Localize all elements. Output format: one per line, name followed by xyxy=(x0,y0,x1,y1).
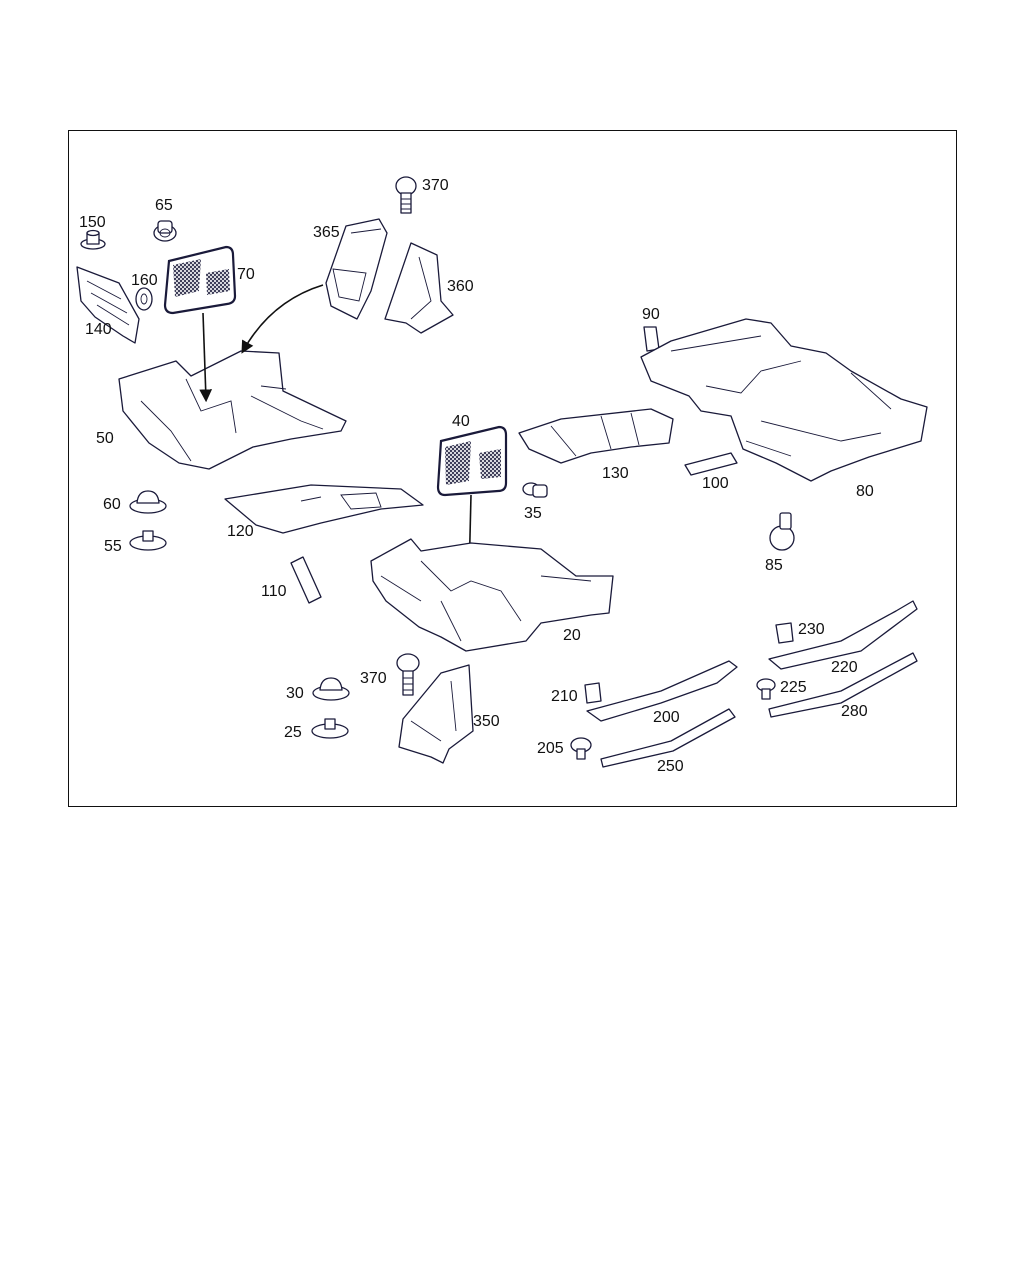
callout-70: 70 xyxy=(237,266,255,283)
part-80-rear-mat xyxy=(640,318,928,482)
callout-370-top: 370 xyxy=(422,177,449,194)
part-70-mesh-pad xyxy=(163,245,237,315)
arrow-365-to-50 xyxy=(241,284,324,354)
part-360-bracket xyxy=(384,242,454,334)
exploded-parts-diagram: 150 65 160 70 140 370 365 360 90 50 40 1… xyxy=(76,176,928,775)
part-60-cap xyxy=(129,490,167,514)
callout-365: 365 xyxy=(313,224,340,241)
part-230-clip xyxy=(775,622,794,644)
callout-110: 110 xyxy=(261,583,287,600)
callout-280: 280 xyxy=(841,703,868,720)
part-250-strip xyxy=(600,708,736,768)
part-40-mesh-pad xyxy=(436,425,508,497)
callout-360: 360 xyxy=(447,278,474,295)
callout-205: 205 xyxy=(537,740,564,757)
callout-140: 140 xyxy=(85,321,112,338)
part-280-strip xyxy=(768,652,918,718)
part-370-screw-top xyxy=(395,176,417,214)
arrow-70-to-50 xyxy=(199,312,213,403)
part-85-push-pin xyxy=(769,512,795,551)
part-130-tunnel-cover xyxy=(518,408,674,464)
callout-55: 55 xyxy=(104,538,122,555)
callout-350: 350 xyxy=(473,713,500,730)
part-100-strip xyxy=(684,452,738,476)
callout-35: 35 xyxy=(524,505,542,522)
callout-230: 230 xyxy=(798,621,825,638)
part-35-plug xyxy=(522,482,548,498)
part-55-washer xyxy=(129,530,167,551)
part-50-front-mat xyxy=(118,350,347,470)
callout-160: 160 xyxy=(131,272,158,289)
callout-130: 130 xyxy=(602,465,629,482)
part-120-insulation xyxy=(224,484,424,534)
part-90-clip xyxy=(643,326,660,352)
callout-120: 120 xyxy=(227,523,254,540)
callout-150: 150 xyxy=(79,214,106,231)
callout-100: 100 xyxy=(702,475,729,492)
part-140-panel xyxy=(76,266,140,344)
part-20-main-mat xyxy=(370,538,614,652)
part-350-side-trim xyxy=(398,664,474,764)
part-30-cap xyxy=(312,677,350,701)
callout-20: 20 xyxy=(563,627,581,644)
callout-65: 65 xyxy=(155,197,173,214)
callout-80: 80 xyxy=(856,483,874,500)
part-150-nut xyxy=(80,229,106,250)
part-205-push-clip xyxy=(570,737,592,760)
callout-250: 250 xyxy=(657,758,684,775)
diagram-frame: 150 65 160 70 140 370 365 360 90 50 40 1… xyxy=(68,130,957,807)
callout-90: 90 xyxy=(642,306,660,323)
callout-40: 40 xyxy=(452,413,470,430)
part-110-pad xyxy=(290,556,322,604)
callout-60: 60 xyxy=(103,496,121,513)
callout-25: 25 xyxy=(284,724,302,741)
part-160-grommet xyxy=(135,287,153,311)
part-200-sill xyxy=(586,660,738,722)
callout-50: 50 xyxy=(96,430,114,447)
callout-200: 200 xyxy=(653,709,680,726)
callout-220: 220 xyxy=(831,659,858,676)
callout-85: 85 xyxy=(765,557,783,574)
callout-210: 210 xyxy=(551,688,578,705)
part-225-push-clip xyxy=(756,678,776,700)
part-220-sill xyxy=(768,600,918,670)
callout-370-bottom: 370 xyxy=(360,670,387,687)
part-370-screw-bottom xyxy=(396,653,420,696)
part-25-washer xyxy=(311,718,349,739)
callout-225: 225 xyxy=(780,679,807,696)
part-65-clip xyxy=(153,220,177,242)
callout-30: 30 xyxy=(286,685,304,702)
part-210-clip xyxy=(584,682,602,704)
part-365-duct xyxy=(325,218,388,320)
